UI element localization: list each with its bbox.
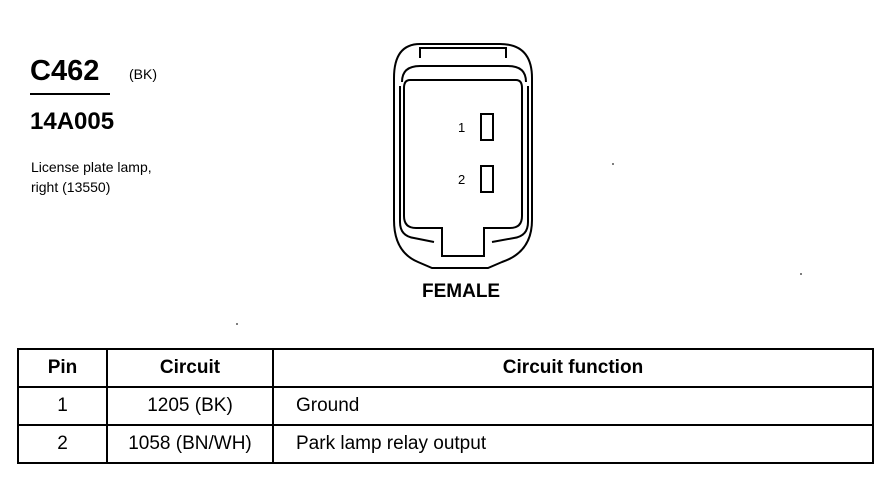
part-number: 14A005 [30, 108, 115, 135]
connector-gender-label: FEMALE [422, 281, 501, 302]
pin-circuit-table: Pin Circuit Circuit function 1 1205 (BK)… [17, 348, 874, 464]
cell-circuit: 1058 (BN/WH) [106, 424, 274, 464]
pin-1-terminal [480, 113, 494, 141]
pin-2-terminal [480, 165, 494, 193]
description-line-1: License plate lamp, [31, 159, 152, 175]
connector-inner-outline-right [491, 86, 529, 243]
connector-inner-outline-left [399, 86, 435, 243]
connector-description: License plate lamp, right (13550) [31, 157, 211, 197]
table-row: 2 1058 (BN/WH) Park lamp relay output [17, 424, 874, 464]
connector-latch [419, 47, 507, 58]
cell-circuit-function: Ground [272, 386, 874, 426]
table-header-row: Pin Circuit Circuit function [17, 348, 874, 388]
scan-speck [612, 163, 614, 165]
header-circuit-function: Circuit function [272, 348, 874, 388]
title-underline [30, 93, 110, 95]
connector-color: (BK) [129, 66, 157, 82]
description-line-2: right (13550) [31, 179, 111, 195]
scan-speck [800, 273, 802, 275]
cell-circuit: 1205 (BK) [106, 386, 274, 426]
header-circuit: Circuit [106, 348, 274, 388]
cell-pin: 2 [17, 424, 108, 464]
table-row: 1 1205 (BK) Ground [17, 386, 874, 426]
scan-speck [236, 323, 238, 325]
header-pin: Pin [17, 348, 108, 388]
pin-2-label: 2 [458, 172, 465, 187]
pin-1-label: 1 [458, 120, 465, 135]
connector-face-diagram: 1 2 [393, 43, 533, 269]
connector-inner-outline-top [401, 65, 527, 83]
connector-id: C462 [30, 55, 100, 87]
connector-inner-cavity [403, 79, 523, 257]
cell-pin: 1 [17, 386, 108, 426]
cell-circuit-function: Park lamp relay output [272, 424, 874, 464]
connector-housing-outline [393, 43, 533, 269]
